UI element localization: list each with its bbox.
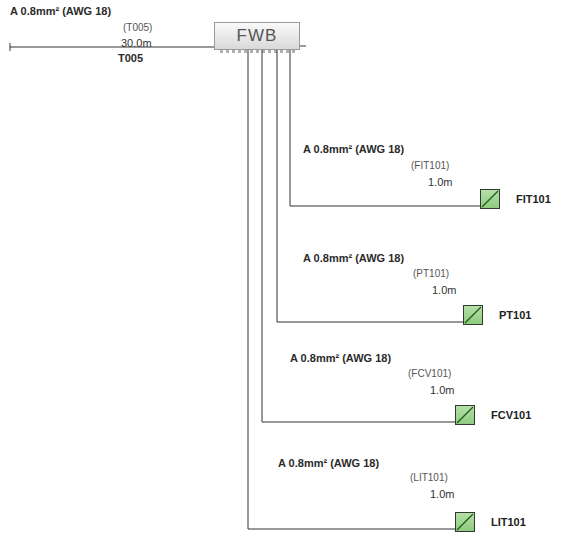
terminal-pin (250, 50, 253, 53)
device-diagonal (456, 406, 474, 424)
terminal-pins (220, 50, 295, 53)
device-cable (262, 50, 455, 422)
cable-length: 1.0m (428, 176, 452, 188)
terminal-pin (226, 50, 229, 53)
cable-type: A 0.8mm² (AWG 18) (303, 252, 404, 264)
device-symbol (463, 305, 483, 325)
diagonal-line (482, 191, 498, 207)
diagonal-line (457, 407, 473, 423)
device-tag: FCV101 (491, 409, 531, 421)
cable-tag: (T005) (123, 22, 152, 33)
terminal-pin (268, 50, 271, 53)
terminal-stub (300, 45, 306, 47)
device-cable (277, 50, 463, 322)
device-symbol (455, 405, 475, 425)
field-device: FCV101 (455, 405, 531, 425)
incoming-wire (10, 47, 214, 48)
terminal-pin (220, 50, 223, 53)
terminal-pin (232, 50, 235, 53)
cable-type: A 0.8mm² (AWG 18) (278, 457, 379, 469)
terminal-pin (244, 50, 247, 53)
field-device: FIT101 (480, 189, 551, 209)
terminal-pin (280, 50, 283, 53)
cable-length: 1.0m (430, 384, 454, 396)
device-tag: PT101 (499, 309, 531, 321)
terminal-pin (238, 50, 241, 53)
cable-type: A 0.8mm² (AWG 18) (290, 352, 391, 364)
device-tag: LIT101 (491, 516, 526, 528)
junction-box: FWB (214, 22, 300, 50)
cable-name: T005 (118, 52, 143, 64)
terminal-pin (256, 50, 259, 53)
wire-end-tick (10, 43, 11, 51)
cable-length: 30.0m (121, 37, 152, 49)
cable-type: A 0.8mm² (AWG 18) (10, 5, 111, 17)
terminal-pin (286, 50, 289, 53)
box-name: FWB (237, 26, 278, 46)
diagonal-line (465, 307, 481, 323)
device-tag: FIT101 (516, 193, 551, 205)
device-diagonal (481, 190, 499, 208)
cable-tag: (LIT101) (410, 472, 448, 483)
device-symbol (480, 189, 500, 209)
cable-tag: (PT101) (413, 268, 449, 279)
diagonal-line (457, 514, 473, 530)
cable-type: A 0.8mm² (AWG 18) (303, 143, 404, 155)
cable-tag: (FCV101) (408, 368, 451, 379)
device-symbol (455, 512, 475, 532)
terminal-pin (292, 50, 295, 53)
device-diagonal (456, 513, 474, 531)
device-diagonal (464, 306, 482, 324)
field-device: LIT101 (455, 512, 526, 532)
cable-length: 1.0m (432, 284, 456, 296)
field-device: PT101 (463, 305, 531, 325)
device-cable (248, 50, 455, 529)
device-cable (290, 50, 480, 206)
cable-length: 1.0m (430, 488, 454, 500)
cable-tag: (FIT101) (411, 160, 449, 171)
